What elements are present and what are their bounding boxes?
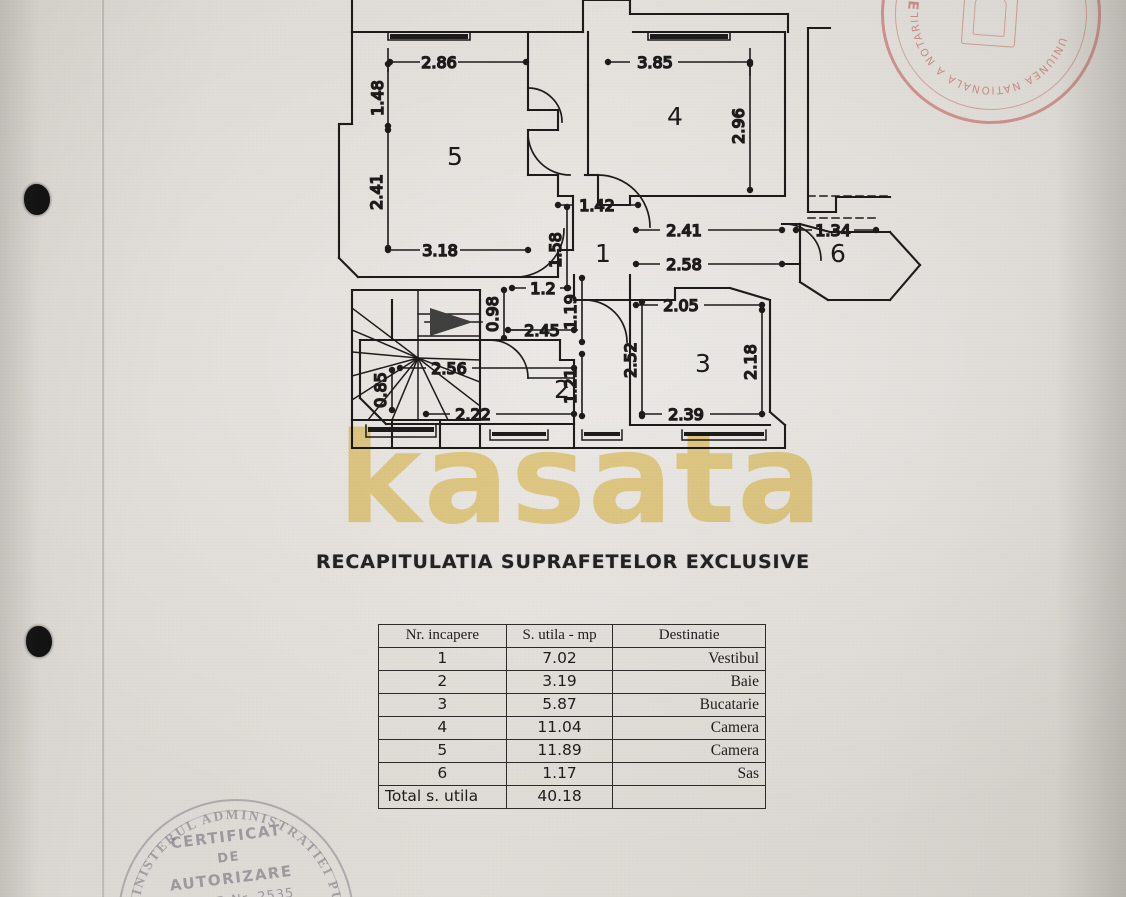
dim-3-18: 3.18 (422, 241, 458, 260)
cell-nr-incapere: 6 (378, 762, 507, 786)
page-fold-line (101, 0, 105, 897)
cell-nr-incapere: 3 (378, 693, 507, 717)
stamp-line-de: DE (216, 849, 242, 867)
total-label: Total s. utila (378, 785, 507, 809)
cell-destinatie: Bucatarie (612, 693, 766, 717)
cell-s-utila: 11.04 (505, 716, 614, 740)
cell-destinatie: Baie (612, 670, 766, 694)
scan-shadow-right (1056, 0, 1126, 897)
dim-2-56: 2.56 (431, 359, 467, 378)
room-label-1: 1 (595, 239, 611, 268)
dim-2-05: 2.05 (663, 296, 699, 315)
stamp-inner-ring-bl (116, 797, 356, 897)
dim-1-21: 1.21 (561, 368, 580, 404)
cell-destinatie: Vestibul (612, 647, 766, 671)
dim-2-39: 2.39 (668, 405, 704, 424)
stamp-center-lines: CERTIFICAT DE AUTORIZARE Seria B Nr. 253… (110, 814, 350, 897)
room-label-6: 6 (830, 239, 846, 268)
cell-s-utila: 11.89 (505, 739, 614, 763)
room-label-4: 4 (667, 102, 683, 131)
dim-1-34: 1.34 (815, 221, 851, 240)
stamp-line-certificat: CERTIFICAT (169, 820, 283, 853)
dim-2-22: 2.22 (455, 405, 491, 424)
dim-2-41-h: 2.41 (666, 221, 702, 240)
punch-hole-bottom (26, 626, 52, 657)
dim-1-2: 1.2 (530, 279, 555, 298)
dim-1-42: 1.42 (579, 196, 615, 215)
dim-1-19: 1.19 (561, 294, 580, 330)
dim-2-96: 2.96 (729, 108, 748, 144)
dim-2-18: 2.18 (741, 344, 760, 380)
stamp-inner-text: UNIUNEA NATIONALA A NOTARILOR PUBLICI (901, 10, 1102, 128)
stamp-arc-text-bl: MINISTERUL ADMINISTRATIEI PUBLICE (99, 777, 346, 897)
total-blank (612, 785, 766, 809)
header-s-utila: S. utila - mp (505, 624, 614, 648)
cell-nr-incapere: 2 (378, 670, 507, 694)
cell-nr-incapere: 1 (378, 647, 507, 671)
stamp-line-autorizare: AUTORIZARE (168, 861, 294, 895)
dim-0-85: 0.85 (371, 372, 390, 408)
cell-destinatie: Sas (612, 762, 766, 786)
room-label-3: 3 (695, 349, 711, 378)
cell-destinatie: Camera (612, 716, 766, 740)
cell-s-utila: 5.87 (505, 693, 614, 717)
table-header-row: Nr. incapere S. utila - mp Destinatie (378, 624, 766, 648)
stamp-ministry-text: MINISTERUL ADMINISTRATIEI PUBLICE (107, 788, 346, 897)
header-destinatie: Destinatie (612, 624, 766, 648)
dim-2-86: 2.86 (421, 53, 457, 72)
floor-plan-drawing: 2.86 1.48 2.41 3.18 3.85 2.96 (337, 0, 922, 450)
authorization-stamp-bottom-left: MINISTERUL ADMINISTRATIEI PUBLICE CERTIF… (99, 777, 368, 897)
header-nr-incapere: Nr. incapere (378, 624, 507, 648)
punch-hole-top (24, 184, 50, 215)
scan-shadow-left (0, 0, 40, 897)
dim-0-98: 0.98 (483, 296, 502, 332)
cell-s-utila: 3.19 (505, 670, 614, 694)
total-area: 40.18 (505, 785, 614, 809)
dim-2-41-v: 2.41 (367, 174, 386, 210)
coat-of-arms-icon (960, 0, 1020, 48)
dim-2-58: 2.58 (666, 255, 702, 274)
dim-1-48: 1.48 (368, 80, 387, 116)
dim-3-85: 3.85 (637, 53, 673, 72)
room-label-2: 2 (554, 375, 570, 404)
cell-destinatie: Camera (612, 739, 766, 763)
cell-s-utila: 7.02 (505, 647, 614, 671)
room-label-5: 5 (447, 142, 463, 171)
page-title: RECAPITULATIA SUPRAFETELOR EXCLUSIVE (315, 551, 810, 573)
stamp-line-seria: Seria B Nr. 2535 (118, 879, 350, 897)
dim-2-52: 2.52 (621, 342, 640, 378)
cell-nr-incapere: 4 (378, 716, 507, 740)
cell-s-utila: 1.17 (505, 762, 614, 786)
cell-nr-incapere: 5 (378, 739, 507, 763)
dim-2-45: 2.45 (524, 321, 560, 340)
table-total-row: Total s. utila 40.18 (378, 785, 766, 809)
dim-1-58: 1.58 (546, 232, 565, 268)
